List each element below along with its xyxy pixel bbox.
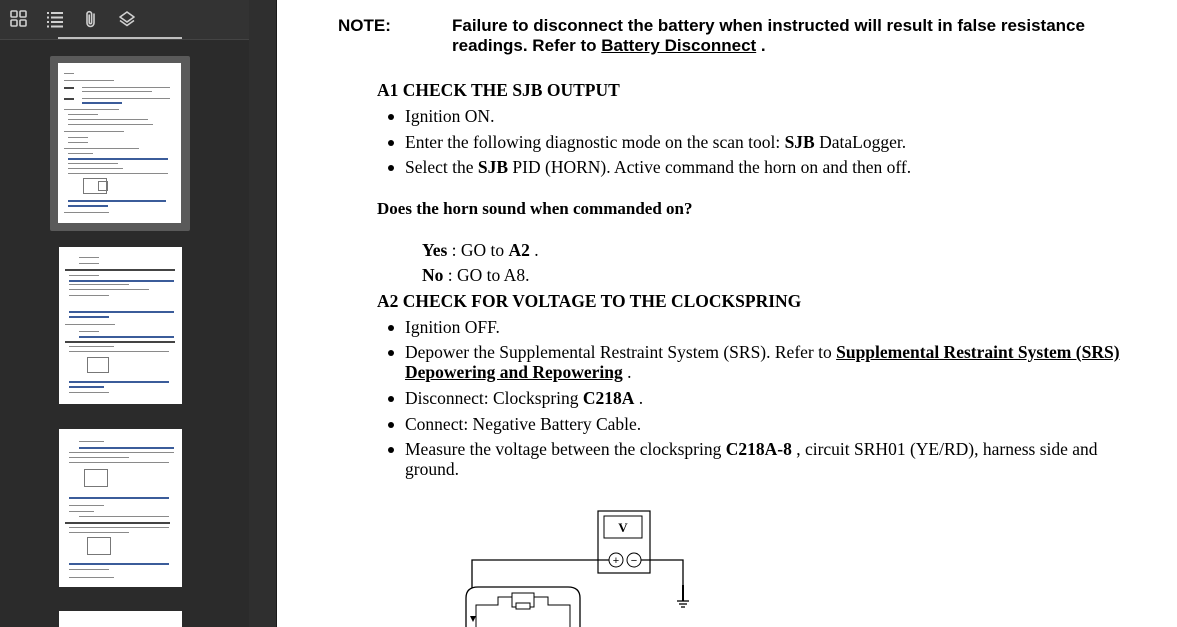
page-thumbnail-1[interactable]: [58, 63, 181, 223]
bullet-icon: [388, 447, 394, 453]
ground-icon: [677, 585, 689, 608]
sidebar-scrollbar[interactable]: [249, 0, 276, 627]
list-item: Connect: Negative Battery Cable.: [388, 414, 1145, 434]
srs-depowering-link[interactable]: Supplemental Restraint System (SRS) Depo…: [405, 342, 1120, 382]
a1-question: Does the horn sound when commanded on?: [377, 199, 693, 218]
list-item: Measure the voltage between the clockspr…: [388, 439, 1145, 479]
bullet-icon: [388, 114, 394, 120]
battery-disconnect-link[interactable]: Battery Disconnect: [601, 36, 757, 55]
thumbnail-sidebar: [0, 0, 277, 627]
bullet-icon: [388, 325, 394, 331]
note-text: Failure to disconnect the battery when i…: [452, 16, 1085, 55]
sidebar-toolbar: [0, 0, 249, 40]
layers-icon[interactable]: [116, 8, 138, 30]
list-item: Ignition OFF.: [388, 317, 1145, 337]
answer-no: No : GO to A8.: [422, 265, 530, 285]
note-label: NOTE:: [338, 16, 391, 35]
connector-icon: [465, 586, 581, 627]
paperclip-icon[interactable]: [80, 8, 102, 30]
meter-symbol: V: [618, 520, 628, 535]
bullet-icon: [388, 422, 394, 428]
list-item: Enter the following diagnostic mode on t…: [388, 132, 1145, 152]
active-tab-indicator: [58, 37, 182, 39]
meter-minus: −: [631, 555, 637, 567]
bullet-icon: [388, 140, 394, 146]
answer-yes: Yes : GO to A2 .: [422, 240, 539, 260]
bullet-icon: [388, 396, 394, 402]
page-thumbnail-4[interactable]: [59, 611, 182, 627]
bullet-icon: [388, 350, 394, 356]
go-to-a2-link[interactable]: A2: [508, 240, 530, 260]
thumbnail-selected-frame: [50, 56, 190, 231]
thumbnails-icon[interactable]: [8, 8, 30, 30]
voltage-measurement-diagram: V + −: [465, 510, 689, 627]
meter-plus: +: [613, 555, 619, 567]
outline-icon[interactable]: [44, 8, 66, 30]
list-item: Disconnect: Clockspring C218A .: [388, 388, 1145, 408]
list-item: Ignition ON.: [388, 106, 1145, 126]
list-item: Depower the Supplemental Restraint Syste…: [388, 342, 1145, 382]
voltmeter-icon: V + −: [597, 510, 651, 574]
page-thumbnail-3[interactable]: [59, 429, 182, 587]
bullet-icon: [388, 165, 394, 171]
list-item: Select the SJB PID (HORN). Active comman…: [388, 157, 1145, 177]
document-page: NOTE: Failure to disconnect the battery …: [277, 0, 1177, 627]
page-thumbnail-2[interactable]: [59, 247, 182, 404]
step-a1-heading: A1 CHECK THE SJB OUTPUT: [377, 80, 620, 100]
step-a2-heading: A2 CHECK FOR VOLTAGE TO THE CLOCKSPRING: [377, 291, 802, 311]
